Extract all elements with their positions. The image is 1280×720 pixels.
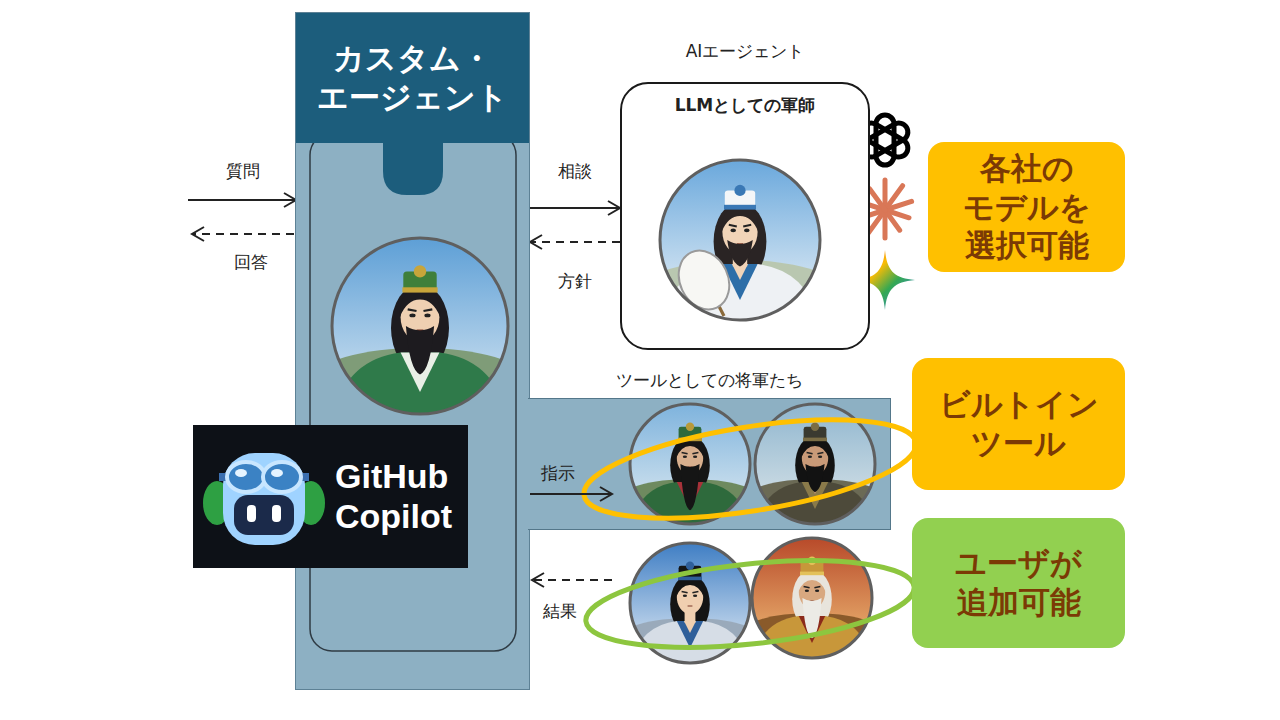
node-callout: ユーザが追加可能: [912, 518, 1125, 648]
portrait: [618, 404, 762, 527]
connector: [530, 235, 620, 249]
flow-label: 結果: [543, 600, 577, 622]
header-band: カスタム・エージェント: [296, 13, 529, 143]
callout-text: 各社のモデルを選択可能: [938, 149, 1115, 265]
box-heading: ツールとしての将軍たち: [528, 369, 890, 392]
arrow-line: [532, 579, 612, 581]
answer-arrow: [192, 227, 294, 241]
arrow-head: [192, 227, 204, 241]
label-holder: GitHub Copilot: [335, 425, 470, 568]
label-holder: 相談: [558, 160, 592, 182]
label-holder: ツールとしての将軍たち: [528, 369, 890, 392]
portrait: [314, 238, 525, 418]
copilot-mascot: [203, 453, 325, 545]
label-holder: 方針: [558, 270, 592, 292]
highlight-ellipse: [577, 401, 922, 537]
connector-line: [530, 241, 620, 243]
node-copilot: GitHub Copilot: [193, 425, 468, 568]
arrow-head: [608, 201, 620, 215]
flow-label: 回答: [234, 251, 268, 273]
logo-text: GitHub Copilot: [335, 457, 470, 535]
agent-art: [622, 84, 868, 348]
arrow-line: [192, 233, 294, 235]
node-callout: 各社のモデルを選択可能: [928, 142, 1125, 272]
label-holder: LLMとしての軍師: [622, 94, 868, 117]
connector-line: [530, 207, 620, 209]
header-tab: [383, 137, 443, 195]
logo-petal: [876, 115, 894, 165]
inner-outline: [310, 133, 516, 651]
arrow-head: [530, 235, 542, 249]
label-holder: 質問: [226, 160, 260, 182]
box-subtitle: LLMとしての軍師: [622, 94, 868, 117]
node-band: ツールとしての将軍たち指示: [528, 398, 891, 530]
box-heading: AIエージェント: [622, 40, 868, 63]
label-holder: 回答: [234, 251, 268, 273]
arrow-head: [532, 573, 544, 587]
tool-band-art: [528, 399, 891, 531]
arrow-line: [188, 199, 296, 201]
callout-text: ビルトインツール: [922, 385, 1115, 463]
flow-label: 質問: [226, 160, 260, 182]
edge-label: 方針: [558, 270, 592, 292]
question-arrow: [188, 193, 296, 207]
label-holder: 指示: [541, 462, 575, 484]
label-holder: 結果: [543, 600, 577, 622]
instruction-arrow: [530, 487, 612, 501]
highlight-ellipse: [582, 547, 919, 661]
node-column: カスタム・エージェント: [295, 12, 530, 690]
result-arrow: [532, 573, 612, 587]
edge-label: 相談: [558, 160, 592, 182]
callout-text: ユーザが追加可能: [922, 544, 1115, 622]
portrait: [644, 160, 836, 324]
node-agent: AIエージェントLLMとしての軍師: [620, 82, 870, 350]
label-holder: AIエージェント: [622, 40, 868, 63]
node-title: カスタム・エージェント: [296, 39, 529, 117]
logo-ray: [870, 189, 885, 210]
connector: [530, 201, 620, 215]
flow-label: 指示: [541, 462, 575, 484]
node-callout: ビルトインツール: [912, 358, 1125, 490]
